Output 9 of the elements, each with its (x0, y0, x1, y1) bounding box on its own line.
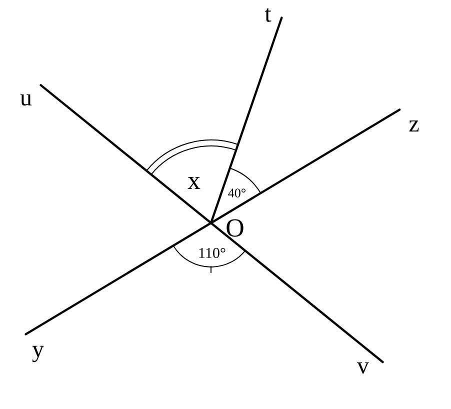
point-label: z (409, 120, 419, 132)
point-label: u (20, 94, 32, 106)
point-label: 40° (228, 188, 246, 198)
point-label: 110° (199, 248, 226, 258)
point-label: t (264, 8, 272, 22)
point-label: O (226, 219, 244, 237)
point-label: y (32, 346, 44, 362)
point-label: v (357, 362, 369, 374)
point-label: x (188, 177, 200, 189)
